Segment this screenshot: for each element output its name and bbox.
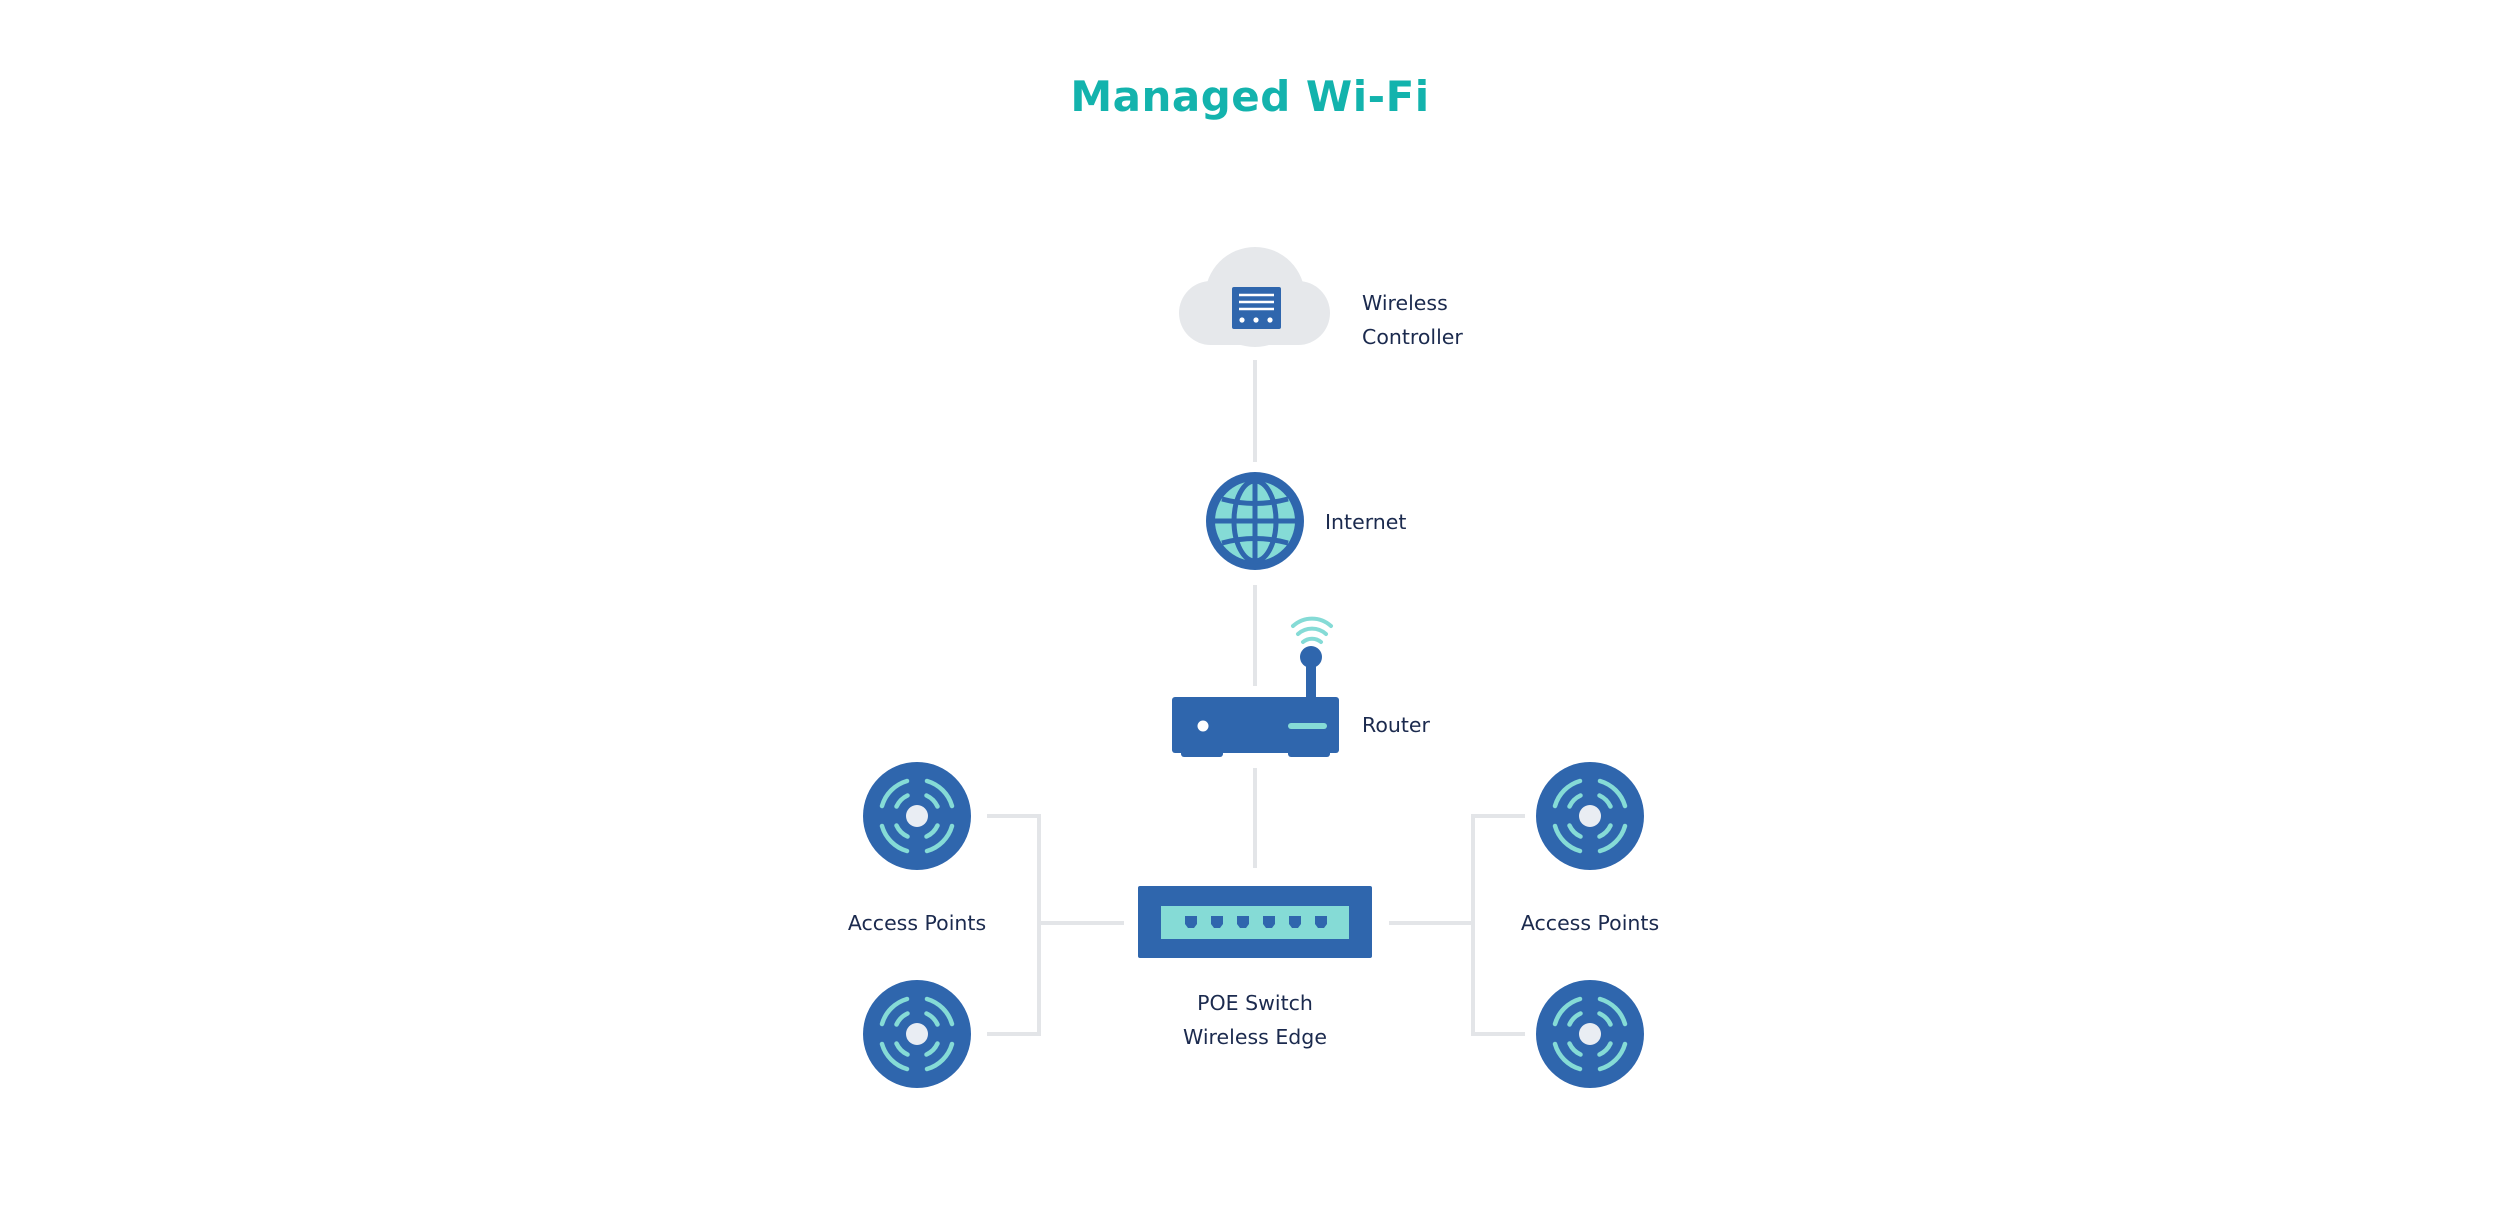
label-poe-switch-line1: POE Switch bbox=[1197, 991, 1313, 1015]
access-point-icon-left-top bbox=[863, 762, 971, 870]
globe-icon bbox=[1206, 472, 1304, 570]
connectors bbox=[987, 360, 1525, 1036]
label-access-points-left: Access Points bbox=[847, 911, 987, 935]
cloud-server-icon bbox=[1179, 247, 1330, 347]
router-icon bbox=[1172, 616, 1339, 757]
label-access-points-right: Access Points bbox=[1520, 911, 1660, 935]
label-wireless-controller-line1: Wireless bbox=[1362, 291, 1448, 315]
switch-icon bbox=[1138, 886, 1372, 958]
label-wireless-controller-line2: Controller bbox=[1362, 325, 1463, 349]
label-poe-switch-line2: Wireless Edge bbox=[1183, 1025, 1327, 1049]
label-router: Router bbox=[1362, 713, 1430, 737]
label-wireless-controller: Wireless Controller bbox=[1362, 286, 1463, 354]
connector-right-bracket bbox=[1471, 814, 1525, 1036]
access-point-icon-right-bottom bbox=[1536, 980, 1644, 1088]
label-internet: Internet bbox=[1325, 510, 1407, 534]
access-point-icon-right-top bbox=[1536, 762, 1644, 870]
access-point-icon-left-bottom bbox=[863, 980, 971, 1088]
diagram-title: Managed Wi-Fi bbox=[1070, 72, 1430, 121]
connector-left-bracket bbox=[987, 814, 1041, 1036]
label-poe-switch: POE Switch Wireless Edge bbox=[1155, 986, 1355, 1054]
